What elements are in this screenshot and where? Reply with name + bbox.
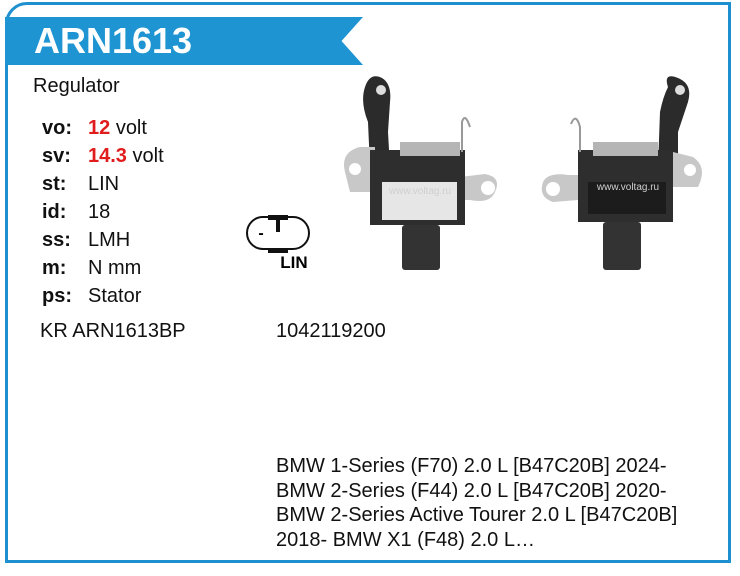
spec-sv: sv: 14.3 volt	[42, 142, 164, 170]
spec-value: 18	[88, 201, 111, 223]
kr-part-number: KR ARN1613BP	[40, 320, 186, 342]
watermark: www.voltag.ru	[388, 186, 451, 197]
connector-label: LIN	[280, 253, 307, 272]
connector-diagram-icon: - LIN	[246, 215, 310, 272]
spec-value: Stator	[88, 285, 142, 307]
spec-value: 14.3	[88, 145, 127, 167]
product-type: Regulator	[33, 75, 120, 97]
spec-vo: vo: 12 volt	[42, 114, 147, 142]
spec-st: st: LIN	[42, 170, 119, 198]
spec-label: sv:	[42, 145, 71, 167]
spec-value: 12	[88, 117, 111, 139]
vehicle-applications: BMW 1-Series (F70) 2.0 L [B47C20B] 2024-…	[276, 455, 678, 551]
spec-value: LMH	[88, 229, 131, 251]
spec-ps: ps: Stator	[42, 282, 141, 310]
spec-unit: volt	[132, 145, 164, 167]
spec-label: st:	[42, 173, 67, 195]
title-banner	[5, 17, 363, 65]
spec-unit: volt	[115, 117, 147, 139]
spec-value: LIN	[88, 173, 120, 195]
spec-label: ss:	[42, 229, 71, 251]
spec-value: N mm	[88, 257, 142, 279]
spec-m: m: N mm	[42, 254, 141, 282]
regulator-photo-back: www.voltag.ru	[541, 76, 702, 270]
spec-ss: ss: LMH	[42, 226, 130, 254]
watermark: www.voltag.ru	[596, 182, 659, 193]
spec-label: vo:	[42, 117, 72, 139]
product-title: ARN1613	[34, 20, 193, 61]
spec-label: m:	[42, 257, 67, 279]
spec-label: ps:	[42, 285, 72, 307]
regulator-photo-front: www.voltag.ru	[344, 76, 498, 270]
connector-terminal-minus: -	[258, 225, 263, 242]
spec-id: id: 18	[42, 198, 110, 226]
oem-part-number: 1042119200	[276, 320, 386, 342]
spec-label: id:	[42, 201, 67, 223]
